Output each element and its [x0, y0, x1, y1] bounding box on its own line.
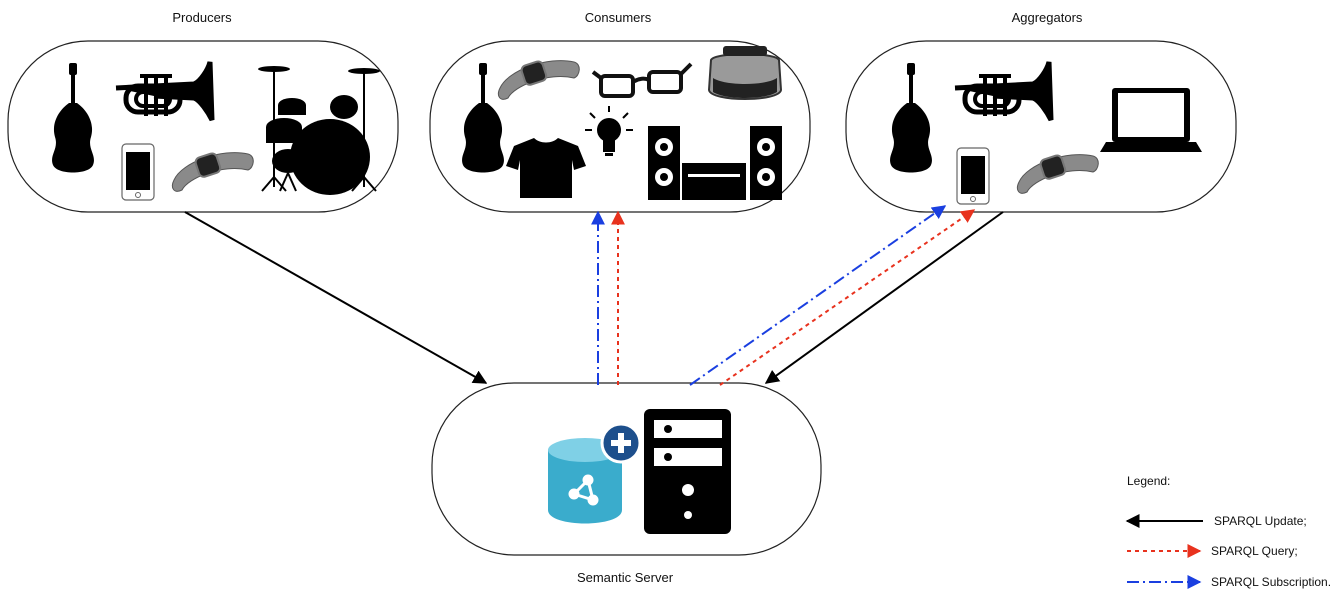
laptop-icon [1100, 88, 1202, 152]
legend-item-query: SPARQL Query; [1127, 544, 1298, 558]
legend-label-update: SPARQL Update; [1214, 514, 1307, 528]
smartphone-icon [956, 147, 990, 205]
legend-item-update: SPARQL Update; [1125, 514, 1307, 528]
semantic-server-group: Semantic Server [431, 382, 822, 585]
legend: Legend: SPARQL Update; SPARQL Query; SPA… [1125, 474, 1331, 589]
aggregators-label: Aggregators [1012, 10, 1083, 25]
legend-label-query: SPARQL Query; [1211, 544, 1298, 558]
smartphone-icon [121, 143, 155, 201]
legend-label-subscription: SPARQL Subscription. [1211, 575, 1331, 589]
legend-title: Legend: [1127, 474, 1170, 488]
server-tower-icon [644, 409, 731, 534]
semantic-server-label: Semantic Server [577, 570, 674, 585]
aggregators-group: Aggregators [845, 10, 1237, 213]
aggregators-container [845, 40, 1237, 213]
consumers-group: Consumers [429, 10, 811, 213]
semantic-server-container [431, 382, 822, 556]
aggregators-query-arrow [719, 209, 976, 386]
legend-item-subscription: SPARQL Subscription. [1127, 575, 1331, 589]
consumers-label: Consumers [585, 10, 652, 25]
producers-update-arrow [184, 211, 488, 384]
aggregators-update-arrow [764, 211, 1004, 384]
producers-group: Producers [7, 10, 399, 213]
aggregators-subscription-arrow [689, 205, 947, 386]
semantic-database-plus-icon [548, 422, 642, 524]
hifi-stereo-icon [648, 126, 782, 200]
producers-label: Producers [172, 10, 232, 25]
